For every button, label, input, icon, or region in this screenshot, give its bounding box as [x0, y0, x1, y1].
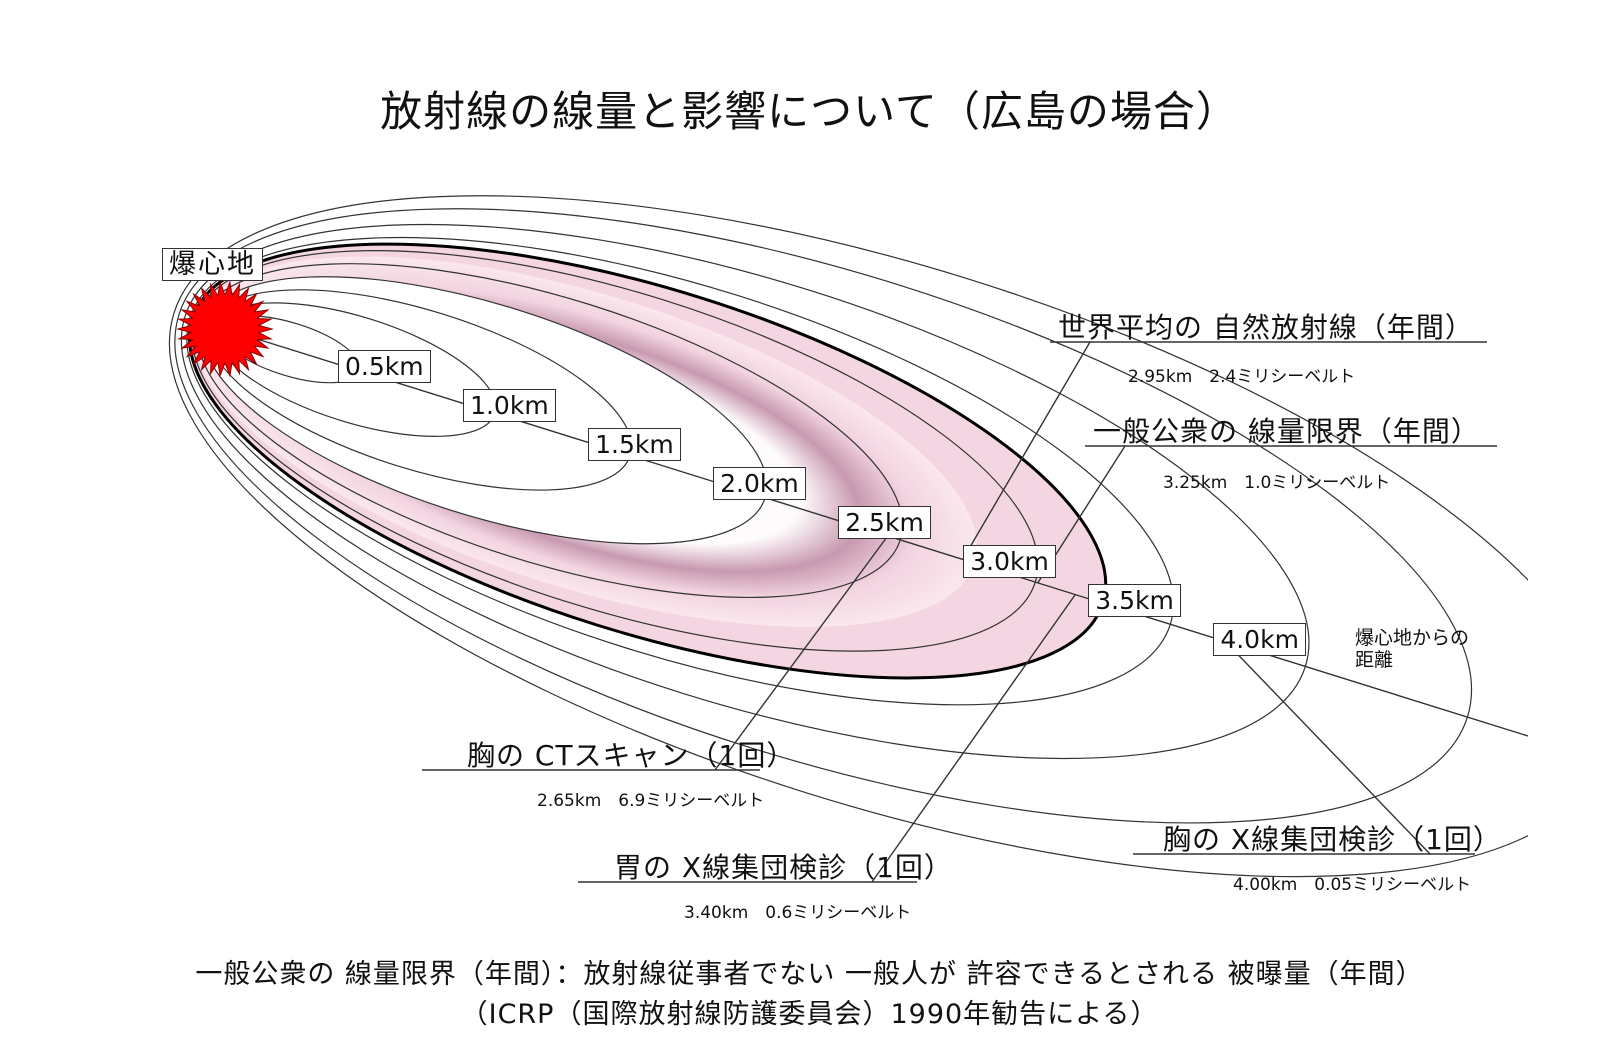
- public-limit-title: 一般公衆の 線量限界（年間）: [1093, 415, 1480, 448]
- chest-ct-detail: 2.65km 6.9ミリシーベルト: [537, 791, 765, 811]
- world-avg-detail: 2.95km 2.4ミリシーベルト: [1128, 367, 1356, 387]
- world-avg-leader: [962, 341, 1091, 560]
- distance-label: 2.0km: [713, 467, 806, 501]
- stomach-xray-title: 胃の X線集団検診（1回）: [614, 851, 953, 884]
- distance-axis-note: 爆心地からの 距離: [1355, 627, 1470, 671]
- distance-label: 3.0km: [963, 545, 1056, 579]
- public-limit-detail: 3.25km 1.0ミリシーベルト: [1163, 473, 1391, 493]
- footer-definition: 一般公衆の 線量限界（年間）：放射線従事者でない 一般人が 許容できるとされる …: [195, 959, 1424, 990]
- distance-label: 2.5km: [838, 506, 931, 540]
- hypocenter-label: 爆心地: [162, 248, 263, 281]
- world-avg-title: 世界平均の 自然放射線（年間）: [1058, 311, 1474, 344]
- chest-ct-title: 胸の CTスキャン（1回）: [467, 739, 796, 772]
- chest-xray-title: 胸の X線集団検診（1回）: [1163, 823, 1502, 856]
- outer-ring-2: [168, 195, 1528, 878]
- chest-xray-detail: 4.00km 0.05ミリシーベルト: [1233, 875, 1472, 895]
- stomach-xray-leader: [871, 594, 1076, 883]
- page-title: 放射線の線量と影響について（広島の場合）: [380, 87, 1239, 136]
- chest-ct-leader: [714, 535, 889, 771]
- explosion-burst-icon: [176, 280, 274, 378]
- distance-label: 1.0km: [463, 389, 556, 423]
- chest-xray-leader: [1224, 640, 1431, 855]
- stomach-xray-detail: 3.40km 0.6ミリシーベルト: [684, 903, 912, 923]
- distance-label: 1.5km: [588, 428, 681, 462]
- footer-source: （ICRP（国際放射線防護委員会）1990年勧告による）: [460, 999, 1159, 1030]
- distance-label: 3.5km: [1088, 584, 1181, 618]
- distance-label: 0.5km: [338, 350, 431, 384]
- distance-label: 4.0km: [1213, 623, 1306, 657]
